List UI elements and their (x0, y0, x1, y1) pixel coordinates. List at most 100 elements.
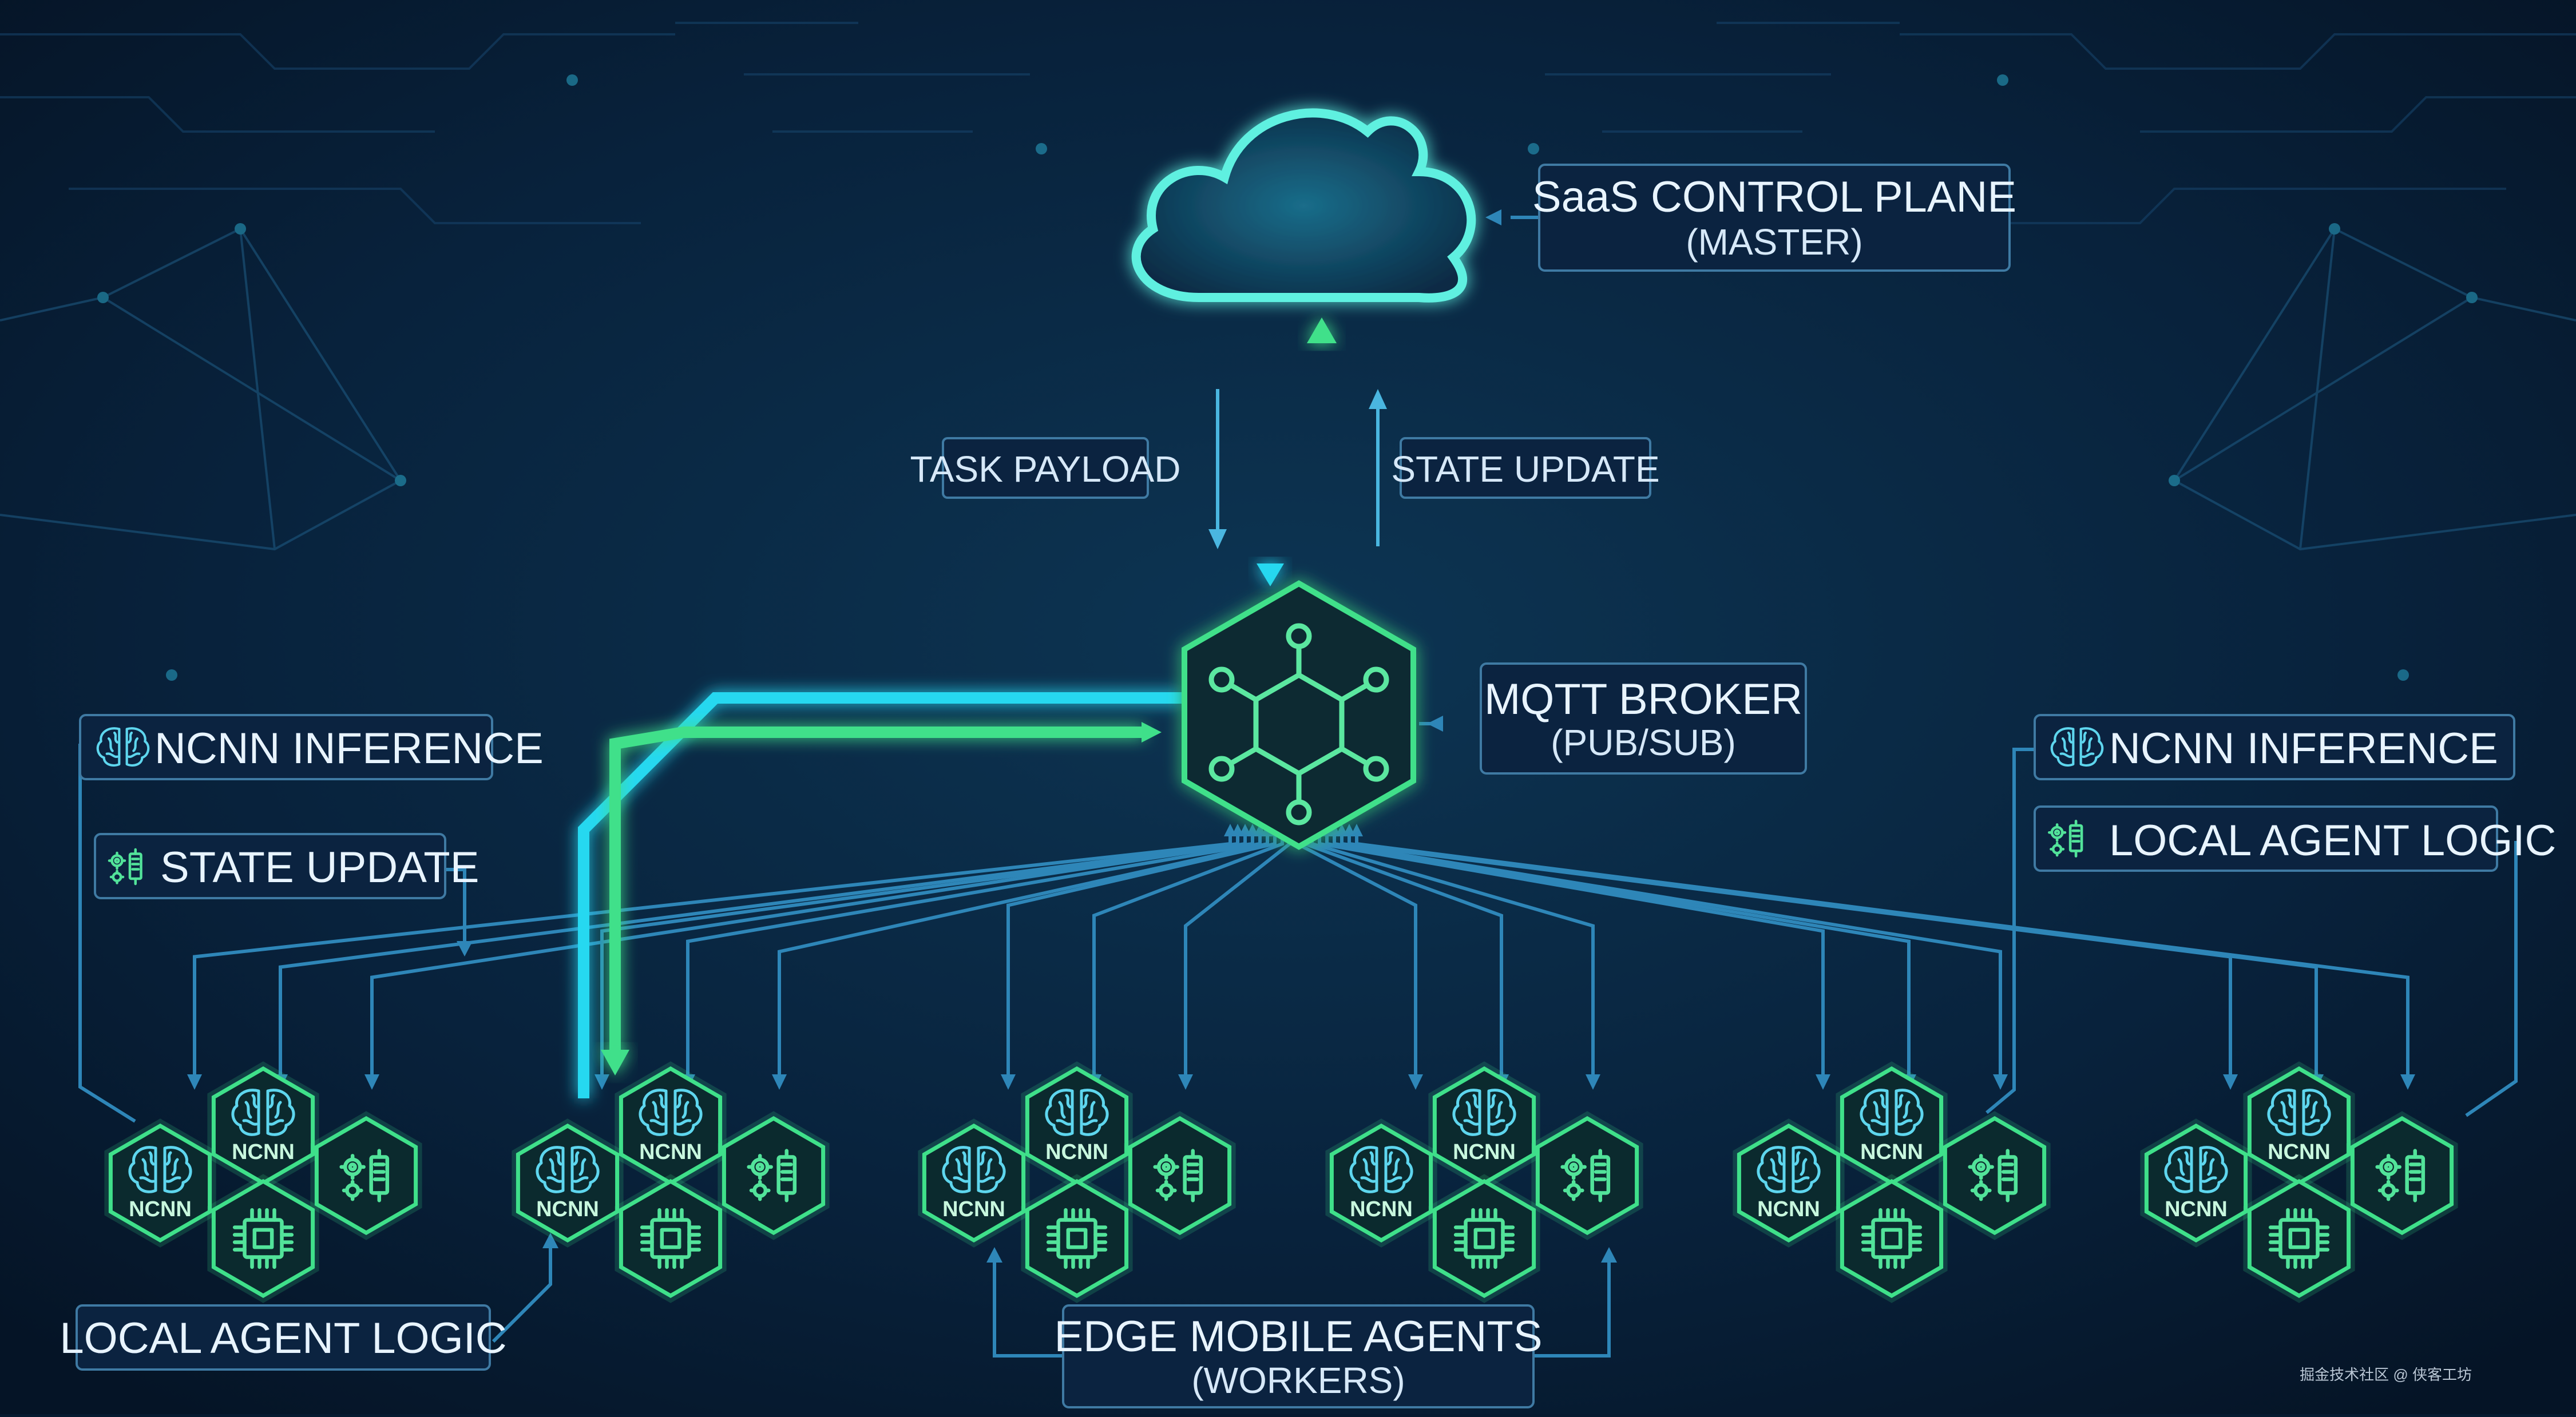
label-right-agent-logic: LOCAL AGENT LOGIC (2034, 805, 2556, 872)
broker-link (600, 829, 1254, 1081)
label-left-state-update: STATE UPDATE (94, 833, 479, 899)
task-payload-label: TASK PAYLOAD (910, 448, 1180, 490)
circuit-trace (0, 33, 675, 70)
broker-link-arrow (1816, 1074, 1830, 1090)
ncnn-label: NCNN (536, 1197, 599, 1221)
primary-flows (578, 315, 1387, 1098)
ncnn-label: NCNN (232, 1140, 295, 1164)
broker-to-worker-connectors (187, 824, 2415, 1090)
circuit-node (1528, 143, 1539, 154)
agent-cluster: NCNN NCNN (512, 1061, 830, 1303)
label-task-payload: TASK PAYLOAD (910, 437, 1181, 499)
broker-link (778, 829, 1269, 1081)
broker-hexagon (1182, 580, 1416, 850)
agent-cluster: NCNN NCNN (2140, 1061, 2458, 1303)
circuit-node (2397, 669, 2409, 681)
saas-subtitle: (MASTER) (1686, 221, 1862, 263)
broker-link-arrow (1001, 1074, 1016, 1090)
circuit-node (395, 475, 406, 486)
broker-subtitle: (PUB/SUB) (1551, 722, 1736, 763)
workers-subtitle: (WORKERS) (1191, 1360, 1405, 1401)
left-agent-logic-label: LOCAL AGENT LOGIC (60, 1314, 506, 1363)
circuit-node (2169, 475, 2180, 486)
broker-link-arrow (2223, 1074, 2238, 1090)
circuit-trace (1900, 33, 2576, 70)
agent-cluster: NCNN NCNN (918, 1061, 1236, 1303)
circuit-trace (102, 228, 402, 550)
circuit-trace (2173, 227, 2576, 551)
broker-link-arrow (1993, 1074, 2008, 1090)
right-inference-label: NCNN INFERENCE (2109, 724, 2498, 773)
ncnn-label: NCNN (1453, 1140, 1516, 1164)
circuit-node (566, 74, 578, 86)
agent-clusters: NCNNNCNNNCNNNCNNNCNNNCNNNCNNNCNNNCNNNCNN… (104, 1061, 2458, 1303)
label-saas: SaaS CONTROL PLANE (MASTER) (1532, 164, 2016, 272)
hex-cell (1128, 1116, 1232, 1236)
hex-cell (1943, 1116, 2047, 1236)
workers-title: EDGE MOBILE AGENTS (1054, 1312, 1542, 1361)
label-edge-agents: EDGE MOBILE AGENTS (WORKERS) (1054, 1304, 1543, 1408)
label-right-inference: NCNN INFERENCE (2034, 714, 2515, 780)
ncnn-label: NCNN (1350, 1197, 1413, 1221)
network-hub-icon (1208, 623, 1389, 825)
broker-link (1355, 829, 2409, 1081)
broker-link-arrow (187, 1074, 202, 1090)
ncnn-label: NCNN (1860, 1140, 1923, 1164)
broker-link-arrow (1586, 1074, 1600, 1090)
agent-cluster: NCNN NCNN (1325, 1061, 1643, 1303)
broker-link (1333, 829, 2002, 1081)
circuit-node (97, 292, 109, 303)
ncnn-label: NCNN (1757, 1197, 1820, 1221)
ncnn-label: NCNN (942, 1197, 1005, 1221)
cloud-node (1131, 108, 1476, 303)
saas-title: SaaS CONTROL PLANE (1532, 173, 2016, 221)
label-state-update-top: STATE UPDATE (1391, 437, 1660, 499)
circuit-node (166, 669, 177, 681)
hex-cell (2350, 1116, 2454, 1236)
broker-link-arrow (772, 1074, 787, 1090)
circuit-node (235, 223, 246, 235)
callout-connectors (78, 209, 2518, 1358)
broker-link (279, 829, 1239, 1081)
circuit-node (1997, 74, 2008, 86)
agent-cluster: NCNN NCNN (104, 1061, 422, 1303)
ncnn-label: NCNN (639, 1140, 702, 1164)
label-left-inference: NCNN INFERENCE (79, 714, 544, 780)
ncnn-label: NCNN (1045, 1140, 1108, 1164)
broker-link-arrow (2400, 1074, 2415, 1090)
hex-cell (314, 1116, 418, 1236)
circuit-trace (2140, 96, 2576, 133)
background-circuit-decoration (0, 22, 2576, 681)
circuit-node (2466, 292, 2478, 303)
agent-cluster: NCNN NCNN (1733, 1061, 2051, 1303)
broker-link (686, 829, 1262, 1081)
hex-cell (1432, 1178, 1536, 1299)
hex-cell (1535, 1116, 1639, 1236)
circuit-node (2329, 223, 2340, 235)
circuit-node (1036, 143, 1047, 154)
broker-link-arrow (1408, 1074, 1423, 1090)
ncnn-label: NCNN (2268, 1140, 2331, 1164)
broker-link (370, 829, 1247, 1081)
broker-link (1325, 829, 1911, 1081)
circuit-trace (69, 188, 641, 224)
broker-link-arrow (595, 1074, 609, 1090)
broker-node (1182, 580, 1416, 850)
broker-title: MQTT BROKER (1484, 675, 1802, 724)
left-inference-label: NCNN INFERENCE (154, 724, 544, 773)
broker-link (193, 829, 1232, 1081)
label-left-agent-logic: LOCAL AGENT LOGIC (60, 1304, 507, 1371)
hex-cell (211, 1178, 315, 1299)
left-state-update-label: STATE UPDATE (160, 843, 479, 892)
state-update-label: STATE UPDATE (1391, 448, 1659, 490)
circuit-trace (0, 227, 402, 551)
hex-cell (619, 1178, 723, 1299)
ncnn-label: NCNN (129, 1197, 192, 1221)
hex-cell (2247, 1178, 2351, 1299)
ncnn-label: NCNN (2165, 1197, 2228, 1221)
label-mqtt: MQTT BROKER (PUB/SUB) (1480, 662, 1807, 775)
circuit-trace (2173, 228, 2473, 550)
broker-link-arrow (364, 1074, 379, 1090)
circuit-trace (1934, 188, 2506, 224)
